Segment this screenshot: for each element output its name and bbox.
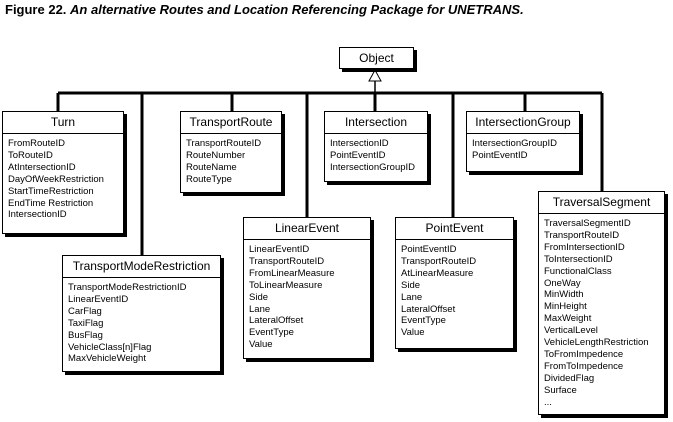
attribute: MinWidth [544,289,584,301]
attribute: TaxiFlag [68,317,104,329]
attribute: LinearEventID [68,293,129,305]
attribute: Side [401,279,421,291]
attribute: ToIntersectionID [544,253,613,265]
class-name: PointEvent [396,218,513,240]
figure-title: An alternative Routes and Location Refer… [70,2,524,17]
attribute: TransportModeRestrictionID [68,282,187,293]
attribute: Side [249,291,269,303]
attribute: BusFlag [68,329,103,341]
figure-caption: Figure 22. An alternative Routes and Loc… [5,2,524,17]
attribute: RouteType [186,173,232,185]
attribute: RouteName [186,161,237,173]
attribute: TransportRouteID [186,138,262,149]
attribute: StartTimeRestriction [8,185,94,197]
attribute: IntersectionID [330,138,389,149]
class-intersection-group: IntersectionGroup IntersectionGroupID Po… [466,111,580,172]
class-linear-event: LinearEvent LinearEventID TransportRoute… [243,217,371,359]
attribute-list: LinearEventID TransportRouteID FromLinea… [244,240,370,351]
attribute: EndTime Restriction [8,197,94,209]
class-traversal-segment: TraversalSegment TraversalSegmentID Tran… [538,191,665,415]
attribute-list: IntersectionGroupID PointEventID [467,134,579,162]
class-name: TransportModeRestriction [63,256,220,278]
attribute-list: TraversalSegmentID TransportRouteID From… [539,214,664,409]
attribute: TransportRouteID [401,255,477,267]
attribute: Lane [401,291,423,303]
attribute: FromRouteID [8,138,66,149]
attribute: ToFromImpedence [544,348,624,360]
attribute: FromIntersectionID [544,241,625,253]
attribute: LateralOffset [401,303,456,315]
attribute: FunctionalClass [544,265,612,277]
class-point-event: PointEvent PointEventID TransportRouteID… [395,217,514,349]
attribute: ... [544,396,552,408]
attribute: LateralOffset [249,315,304,327]
object-root-class: Object [339,47,414,69]
attribute: AtIntersectionID [8,161,76,173]
attribute: FromToImpedence [544,360,624,372]
attribute: AtLinearMeasure [401,267,474,279]
attribute: IntersectionID [8,209,67,221]
attribute: Surface [544,384,577,396]
attribute: DividedFlag [544,372,595,384]
class-transport-route: TransportRoute TransportRouteID RouteNum… [180,111,282,193]
attribute: PointEventID [401,244,457,255]
attribute: IntersectionGroupID [472,138,558,149]
attribute: OneWay [544,277,581,289]
class-name: LinearEvent [244,218,370,240]
attribute: IntersectionGroupID [330,161,416,173]
class-transport-mode-restriction: TransportModeRestriction TransportModeRe… [62,255,221,372]
attribute: PointEventID [472,149,528,161]
attribute-list: FromRouteID ToRouteID AtIntersectionID D… [3,134,123,221]
attribute: VerticalLevel [544,325,598,337]
figure-label: Figure 22. [5,2,67,17]
attribute: VehicleClass[n]Flag [68,341,152,353]
class-intersection: Intersection IntersectionID PointEventID… [324,111,428,182]
attribute: TraversalSegmentID [544,218,631,229]
attribute: ToRouteID [8,149,53,161]
attribute: FromLinearMeasure [249,267,335,279]
attribute: RouteNumber [186,149,246,161]
class-turn: Turn FromRouteID ToRouteID AtIntersectio… [2,111,124,234]
attribute: MaxVehicleWeight [68,353,146,365]
class-name: Turn [3,112,123,134]
class-name: Intersection [325,112,427,134]
attribute: VehicleLengthRestriction [544,337,649,349]
attribute: Lane [249,303,271,315]
attribute-list: TransportModeRestrictionID LinearEventID… [63,278,220,365]
attribute: DayOfWeekRestriction [8,173,104,185]
attribute: TransportRouteID [544,229,620,241]
attribute: MinHeight [544,301,587,313]
attribute: TransportRouteID [249,255,325,267]
attribute-list: PointEventID TransportRouteID AtLinearMe… [396,240,513,339]
attribute: Value [249,339,273,351]
class-name: IntersectionGroup [467,112,579,134]
attribute: ToLinearMeasure [249,279,323,291]
attribute-list: IntersectionID PointEventID Intersection… [325,134,427,174]
attribute: LinearEventID [249,244,310,255]
generalization-arrowhead [368,68,382,82]
attribute: EventType [401,315,446,327]
attribute: PointEventID [330,149,386,161]
attribute: Value [401,327,425,339]
attribute: EventType [249,327,294,339]
attribute: MaxWeight [544,313,592,325]
attribute-list: TransportRouteID RouteNumber RouteName R… [181,134,281,186]
class-name: TraversalSegment [539,192,664,214]
class-name: TransportRoute [181,112,281,134]
attribute: CarFlag [68,305,102,317]
